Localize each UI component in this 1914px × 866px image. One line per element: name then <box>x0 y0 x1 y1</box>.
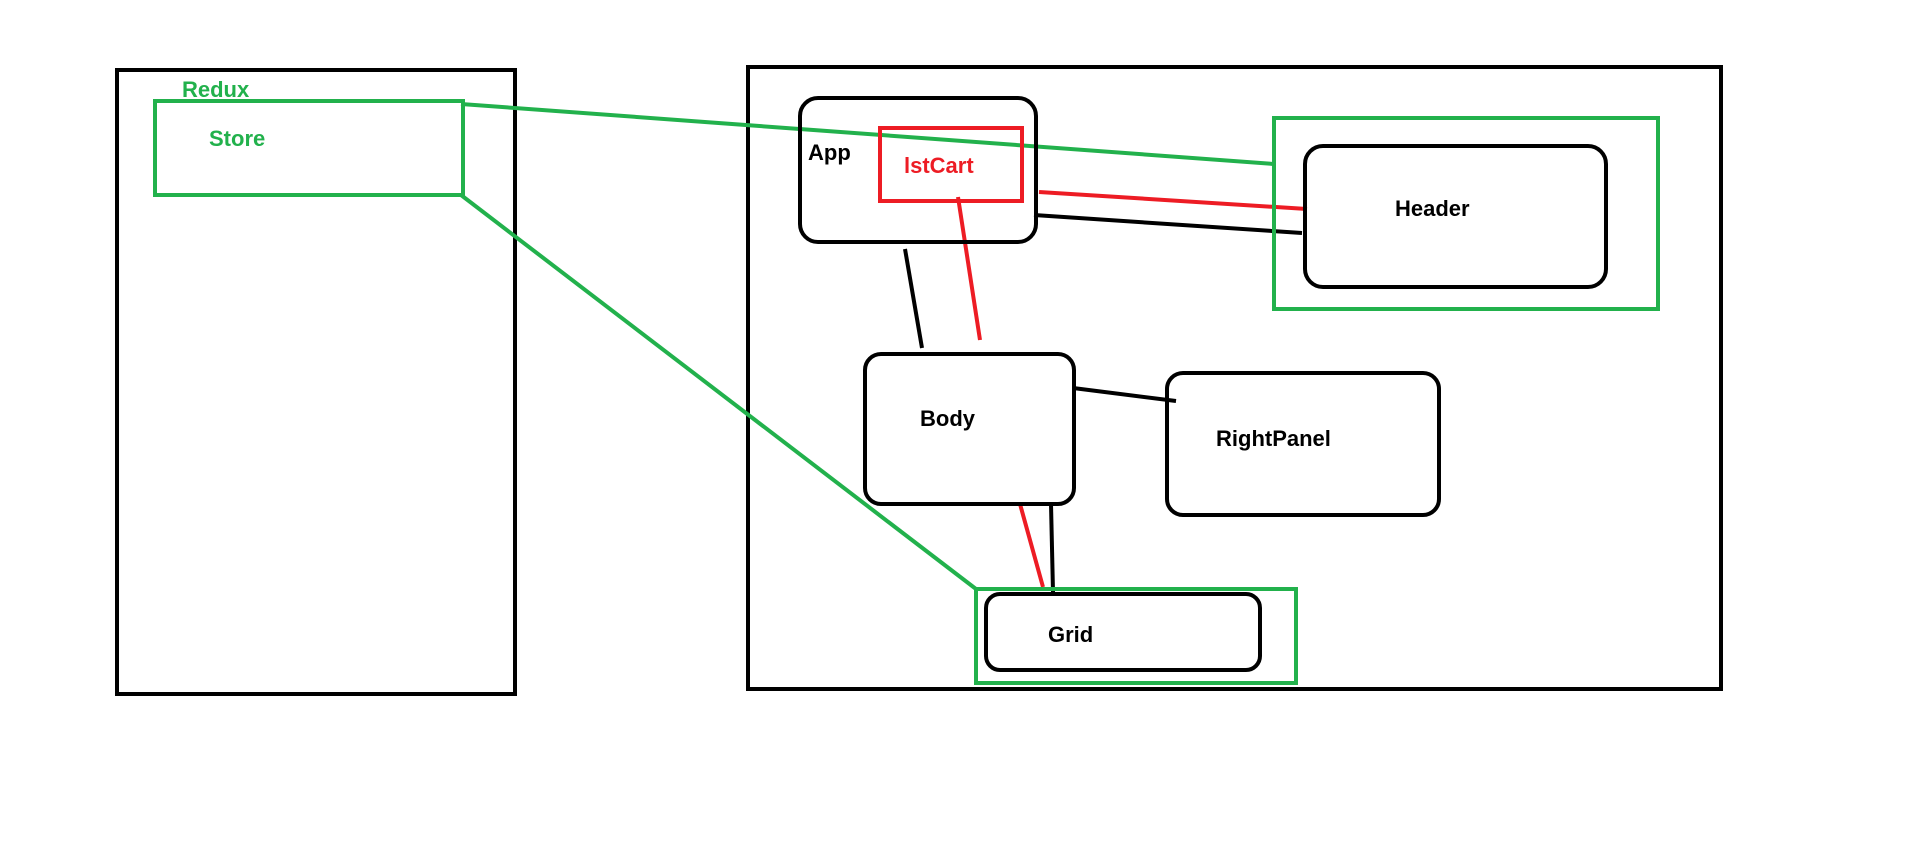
body-label: Body <box>920 406 976 431</box>
grid-box <box>984 592 1262 672</box>
header-green-frame <box>1272 116 1660 311</box>
grid-label: Grid <box>1048 622 1093 647</box>
body-to-rightpanel-connector <box>1072 386 1177 403</box>
store-to-grid-connector <box>459 193 978 591</box>
store-to-header-connector <box>460 102 1275 166</box>
right-panel-label: RightPanel <box>1216 426 1331 451</box>
app-container <box>746 65 1723 691</box>
app-box <box>798 96 1038 244</box>
body-box <box>863 352 1076 506</box>
app-to-body-connector <box>903 248 924 349</box>
app-to-header-connector <box>1033 213 1303 235</box>
cart-to-body-connector <box>956 196 982 341</box>
app-label: App <box>808 140 851 165</box>
store-box <box>153 99 465 197</box>
grid-green-frame <box>974 587 1298 685</box>
cart-to-header-connector <box>1038 190 1308 211</box>
redux-container <box>115 68 517 696</box>
body-to-grid-black-connector <box>1049 503 1055 593</box>
header-label: Header <box>1395 196 1470 221</box>
store-label: Store <box>209 126 265 151</box>
body-to-grid-red-connector <box>1018 503 1045 588</box>
redux-label: Redux <box>182 77 250 102</box>
cart-label: lstCart <box>904 153 974 178</box>
cart-box <box>878 126 1024 203</box>
right-panel-box <box>1165 371 1441 517</box>
header-box <box>1303 144 1608 289</box>
